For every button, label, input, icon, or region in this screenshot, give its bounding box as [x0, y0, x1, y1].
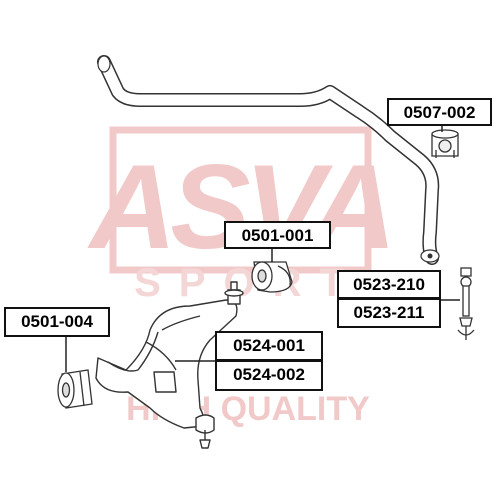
part-label-arm-bushing-rear[interactable]: 0501-004 — [4, 307, 110, 337]
control-arm-part — [95, 281, 244, 449]
part-label-control-arm-b[interactable]: 0524-002 — [215, 360, 323, 391]
part-label-stabilizer-bushing[interactable]: 0507-002 — [387, 98, 492, 126]
watermark-brand: ASVA — [87, 140, 391, 274]
part-label-link-a[interactable]: 0523-210 — [337, 270, 441, 299]
stabilizer-bushing-part — [431, 129, 459, 158]
stabilizer-end-left — [97, 55, 111, 73]
stabilizer-bar — [97, 55, 440, 265]
arm-bushing-rear-part — [57, 369, 93, 409]
part-label-group-link: 0523-210 0523-211 — [337, 270, 441, 328]
part-label-link-b[interactable]: 0523-211 — [337, 298, 441, 328]
stabilizer-link-part — [457, 267, 475, 340]
arm-bushing-front-part — [251, 261, 293, 293]
watermark-frame — [109, 126, 372, 274]
part-label-group-control-arm: 0524-001 0524-002 — [215, 331, 323, 391]
part-label-arm-bushing-front[interactable]: 0501-001 — [224, 221, 331, 249]
part-label-control-arm-a[interactable]: 0524-001 — [215, 331, 323, 361]
